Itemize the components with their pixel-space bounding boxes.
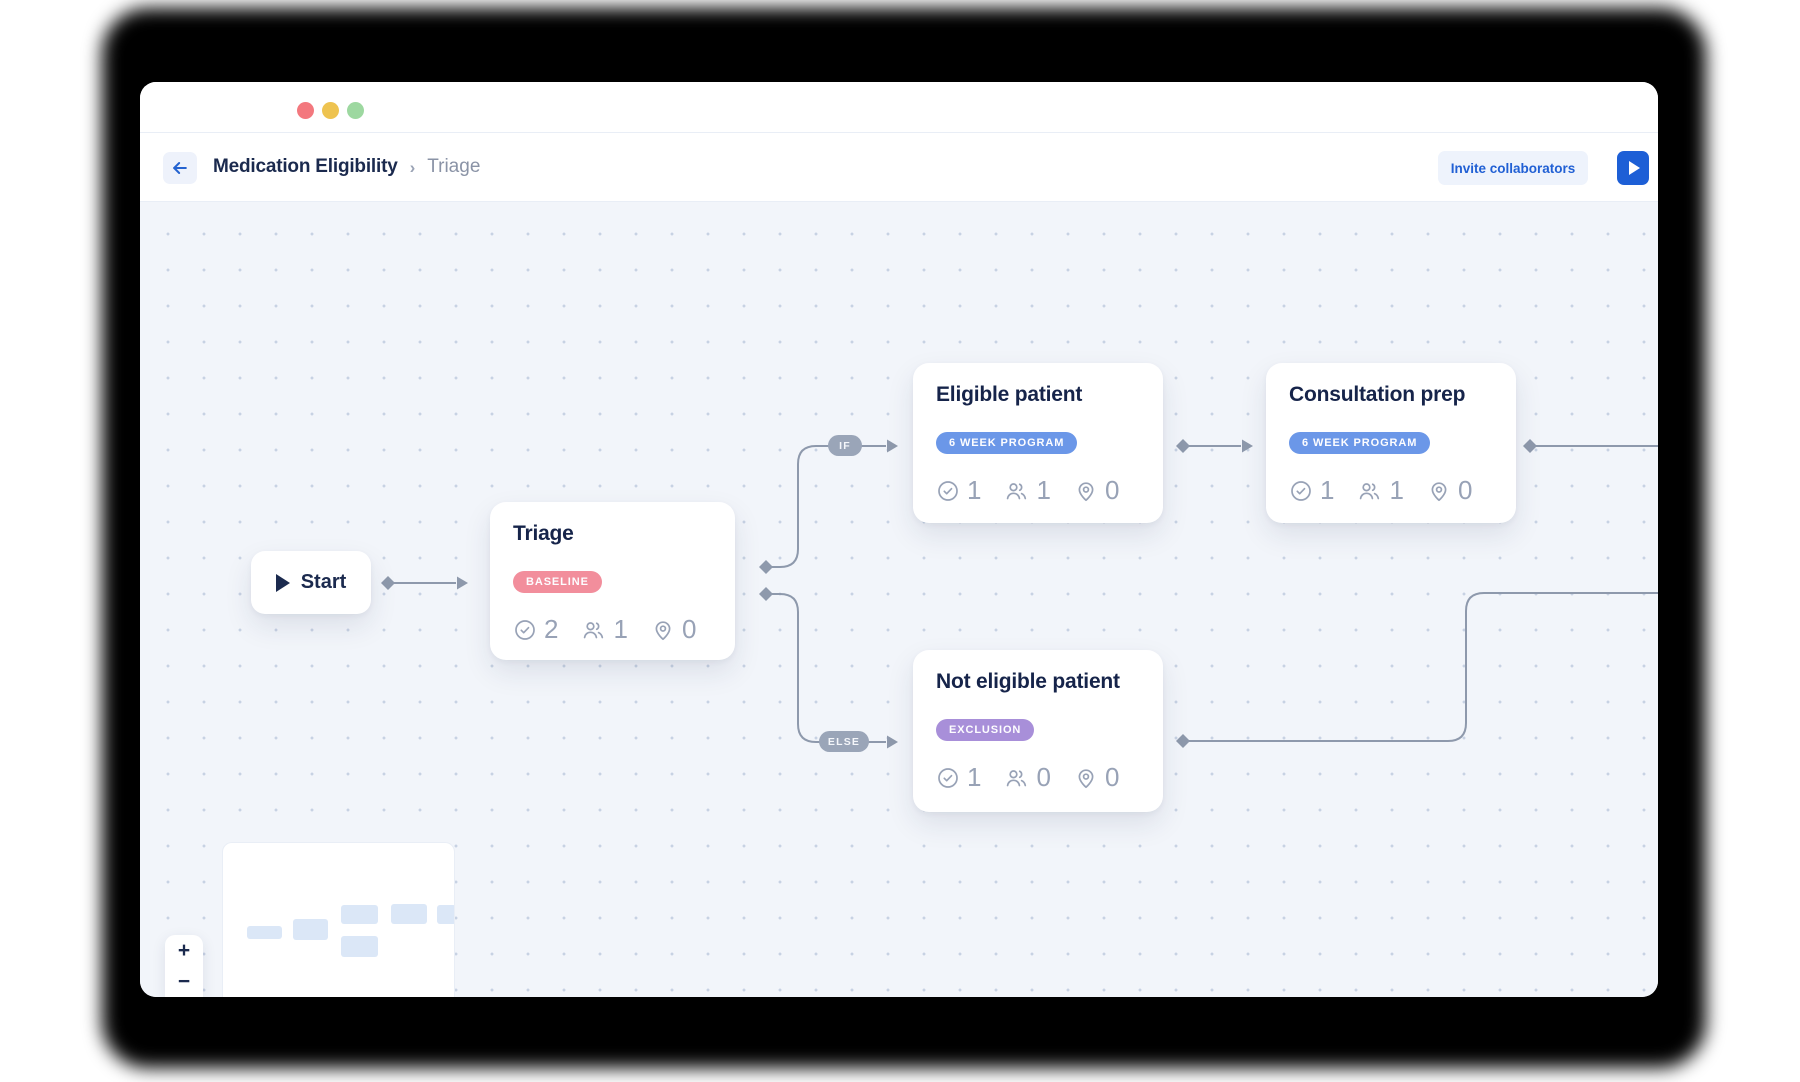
stat-checks: 1	[1289, 475, 1334, 506]
node-consultation-prep[interactable]: Consultation prep 6 WEEK PROGRAM 1	[1266, 363, 1516, 523]
stat-users: 1	[1357, 475, 1404, 506]
stat-users: 0	[1004, 762, 1051, 793]
node-title: Triage	[513, 522, 574, 545]
map-pin-icon	[1431, 481, 1447, 501]
stat-locations-count: 0	[1104, 762, 1120, 792]
stat-checks: 1	[936, 475, 981, 506]
node-stats: 1 0 0	[936, 762, 1140, 793]
stat-locations: 0	[1074, 762, 1119, 793]
map-pin-icon	[1078, 481, 1094, 501]
node-stats: 2 1 0	[513, 614, 712, 645]
breadcrumb-workflow-name[interactable]: Medication Eligibility	[213, 156, 398, 177]
zoom-out-button[interactable]: −	[177, 969, 191, 993]
condition-label-else: ELSE	[819, 731, 869, 752]
invite-collaborators-button[interactable]: Invite collaborators	[1438, 151, 1588, 185]
stat-users-count: 1	[613, 614, 628, 644]
node-badge-program: 6 WEEK PROGRAM	[1289, 432, 1431, 454]
minimap[interactable]	[222, 842, 455, 997]
stat-users: 1	[581, 614, 628, 645]
app-window: Medication Eligibility › Triage Invite c…	[140, 82, 1658, 997]
check-circle-icon	[938, 480, 958, 501]
node-title: Eligible patient	[936, 383, 1083, 406]
minimap-node	[391, 904, 427, 924]
workflow-canvas[interactable]: IF ELSE Start Triage BASELINE 2	[140, 202, 1658, 997]
minimap-node	[437, 905, 454, 924]
back-button[interactable]	[163, 152, 197, 184]
stat-users-count: 1	[1036, 475, 1051, 505]
stat-checks-count: 1	[967, 475, 982, 505]
play-icon	[275, 573, 290, 592]
stat-checks-count: 2	[544, 614, 559, 644]
zoom-controls: + −	[165, 935, 203, 997]
node-badge-exclusion: EXCLUSION	[936, 719, 1035, 741]
zoom-window-button[interactable]	[347, 102, 364, 119]
map-pin-icon	[1078, 768, 1094, 788]
minimap-node	[293, 919, 328, 940]
minimap-node	[247, 926, 282, 939]
zoom-in-button[interactable]: +	[177, 938, 191, 962]
breadcrumb: Medication Eligibility › Triage	[213, 133, 480, 201]
stat-users: 1	[1004, 475, 1051, 506]
start-node-label: Start	[300, 571, 347, 593]
check-circle-icon	[515, 619, 535, 640]
users-icon	[1007, 769, 1027, 786]
node-badge-program: 6 WEEK PROGRAM	[936, 432, 1078, 454]
stat-checks-count: 1	[1320, 475, 1335, 505]
stat-checks-count: 1	[967, 762, 982, 792]
breadcrumb-current-step: Triage	[427, 156, 481, 177]
check-circle-icon	[938, 767, 958, 788]
app-header: Medication Eligibility › Triage Invite c…	[140, 133, 1658, 202]
node-stats: 1 1 0	[1289, 475, 1493, 506]
close-window-button[interactable]	[297, 102, 314, 119]
stat-locations-count: 0	[681, 614, 697, 644]
check-circle-icon	[1291, 480, 1311, 501]
stat-locations: 0	[1074, 475, 1119, 506]
chevron-right-icon: ›	[409, 157, 416, 177]
minimap-node	[341, 936, 378, 957]
minimap-node	[341, 905, 378, 924]
play-icon	[1629, 161, 1640, 175]
stat-locations-count: 0	[1457, 475, 1473, 505]
arrow-left-icon	[173, 162, 187, 174]
stat-locations: 0	[1427, 475, 1472, 506]
stat-locations-count: 0	[1104, 475, 1120, 505]
minimize-window-button[interactable]	[322, 102, 339, 119]
condition-label-if: IF	[828, 435, 862, 456]
node-triage[interactable]: Triage BASELINE 2 1	[490, 502, 735, 660]
stat-users-count: 1	[1389, 475, 1404, 505]
stat-checks: 2	[513, 614, 558, 645]
node-badge-baseline: BASELINE	[513, 571, 602, 593]
map-pin-icon	[655, 620, 671, 640]
window-titlebar	[140, 82, 1658, 133]
node-title: Not eligible patient	[936, 670, 1120, 693]
stat-checks: 1	[936, 762, 981, 793]
node-eligible-patient[interactable]: Eligible patient 6 WEEK PROGRAM 1	[913, 363, 1163, 523]
node-stats: 1 1 0	[936, 475, 1140, 506]
node-start[interactable]: Start	[251, 551, 371, 614]
node-not-eligible-patient[interactable]: Not eligible patient EXCLUSION 1	[913, 650, 1163, 812]
node-title: Consultation prep	[1289, 383, 1466, 406]
users-icon	[1007, 482, 1027, 499]
users-icon	[1360, 482, 1380, 499]
stat-users-count: 0	[1036, 762, 1051, 792]
stat-locations: 0	[651, 614, 696, 645]
users-icon	[584, 621, 604, 638]
run-workflow-button[interactable]	[1617, 151, 1649, 185]
